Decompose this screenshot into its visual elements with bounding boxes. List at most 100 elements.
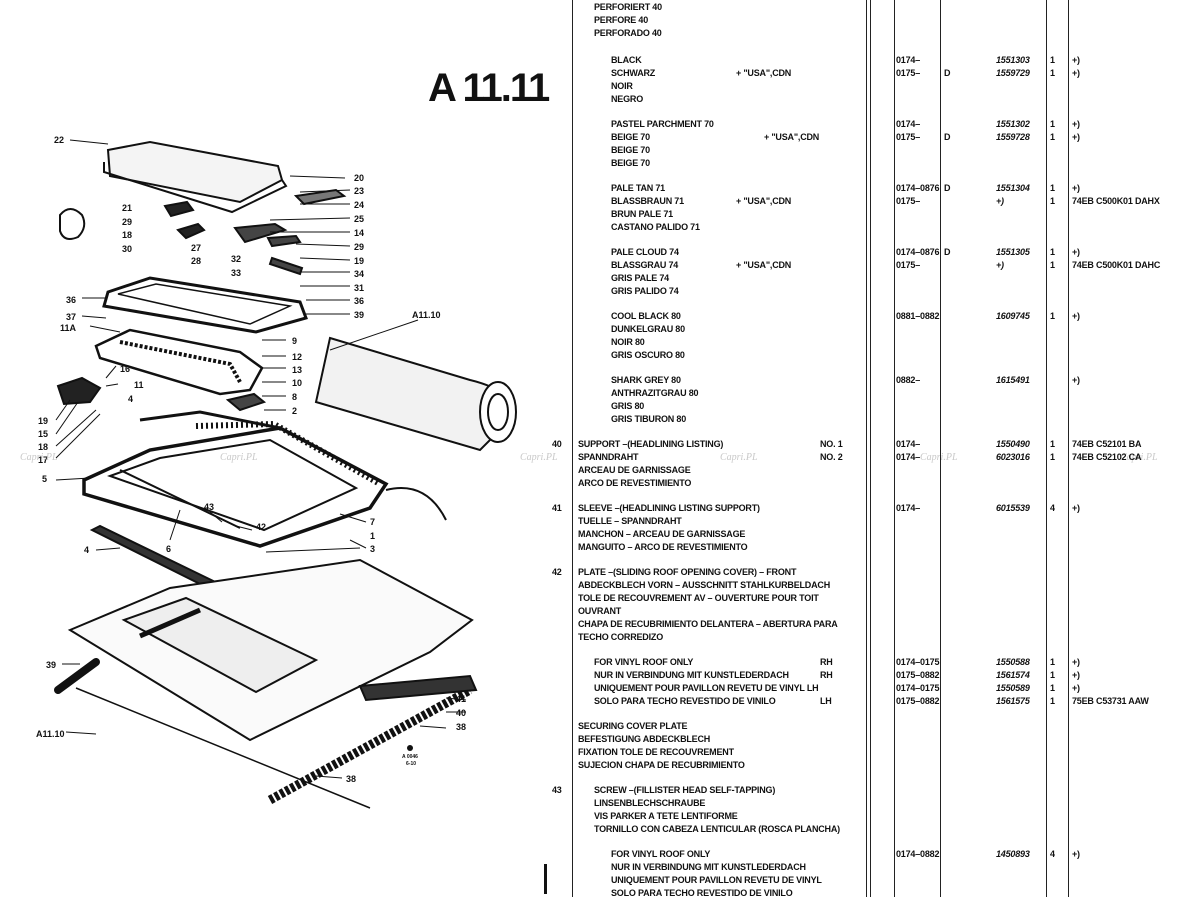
parts-cell-part: 1609745 bbox=[996, 311, 1030, 321]
parts-cell-part: 1561574 bbox=[996, 670, 1030, 680]
parts-cell-code: D bbox=[944, 247, 951, 257]
parts-cell-date: 0174– bbox=[896, 55, 921, 65]
column-rule bbox=[894, 0, 895, 897]
parts-cell-date: 0174–0175 bbox=[896, 683, 940, 693]
parts-cell-text: OUVRANT bbox=[578, 606, 622, 616]
callout: 33 bbox=[231, 268, 241, 278]
parts-cell-text: TORNILLO CON CABEZA LENTICULAR (ROSCA PL… bbox=[594, 824, 840, 834]
callout: 39 bbox=[46, 660, 56, 670]
parts-cell-qty: 1 bbox=[1050, 196, 1055, 206]
parts-cell-note: 74EB C500K01 DAHC bbox=[1072, 260, 1161, 270]
parts-cell-text: ANTHRAZITGRAU 80 bbox=[611, 388, 699, 398]
parts-cell-date: 0174–0876 bbox=[896, 183, 940, 193]
parts-cell-qty: 1 bbox=[1050, 452, 1055, 462]
column-rule bbox=[1046, 0, 1047, 897]
parts-cell-text: CASTANO PALIDO 71 bbox=[611, 222, 700, 232]
parts-cell-text: BLACK bbox=[611, 55, 642, 65]
roof-panel bbox=[106, 140, 284, 204]
callout: 23 bbox=[354, 186, 364, 196]
parts-cell-text: GRIS OSCURO 80 bbox=[611, 350, 685, 360]
parts-cell-text: MANGUITO – ARCO DE REVESTIMIENTO bbox=[578, 542, 748, 552]
parts-cell-date: 0174– bbox=[896, 119, 921, 129]
callout: 22 bbox=[54, 135, 64, 145]
parts-cell-note: +) bbox=[1072, 657, 1080, 667]
parts-cell-note: +) bbox=[1072, 119, 1080, 129]
roll-reference: A11.10 bbox=[412, 310, 441, 320]
parts-cell-text: PERFORADO 40 bbox=[594, 28, 662, 38]
parts-cell-code: D bbox=[944, 132, 951, 142]
parts-cell-note: +) bbox=[1072, 247, 1080, 257]
callout: 38 bbox=[456, 722, 466, 732]
parts-cell-part: 6015539 bbox=[996, 503, 1030, 513]
parts-cell-part: 1559728 bbox=[996, 132, 1030, 142]
parts-cell-text: BEIGE 70 bbox=[611, 158, 650, 168]
parts-cell-usa: + "USA",CDN bbox=[736, 196, 792, 206]
stamp-line: A 0046 bbox=[402, 754, 418, 760]
parts-cell-text: TUELLE – SPANNDRAHT bbox=[578, 516, 682, 526]
parts-cell-text: FOR VINYL ROOF ONLY bbox=[594, 657, 694, 667]
parts-cell-usa: + "USA",CDN bbox=[736, 68, 792, 78]
callout: 21 bbox=[122, 203, 132, 213]
parts-cell-date: 0174– bbox=[896, 503, 921, 513]
exploded-parts-diagram: 22 20 23 24 25 14 29 19 34 31 36 39 21 2… bbox=[36, 135, 517, 809]
parts-cell-no: RH bbox=[820, 670, 833, 680]
parts-cell-note: +) bbox=[1072, 503, 1080, 513]
parts-cell-date: 0881–0882 bbox=[896, 311, 940, 321]
callout: 2 bbox=[292, 406, 297, 416]
parts-cell-qty: 1 bbox=[1050, 183, 1055, 193]
parts-cell-text: BLASSGRAU 74 bbox=[611, 260, 679, 270]
parts-cell-part: 1551302 bbox=[996, 119, 1030, 129]
parts-cell-text: NEGRO bbox=[611, 94, 644, 104]
parts-cell-text: NUR IN VERBINDUNG MIT KUNSTLEDERDACH bbox=[611, 862, 806, 872]
parts-cell-date: 0175–0882 bbox=[896, 670, 940, 680]
parts-cell-qty: 4 bbox=[1050, 849, 1055, 859]
callout: 37 bbox=[66, 312, 76, 322]
parts-cell-note: +) bbox=[1072, 311, 1080, 321]
parts-cell-usa: + "USA",CDN bbox=[736, 260, 792, 270]
callout: 30 bbox=[122, 244, 132, 254]
diagram-callouts: 22 20 23 24 25 14 29 19 34 31 36 39 21 2… bbox=[36, 135, 466, 784]
callout: 43 bbox=[204, 502, 214, 512]
parts-cell-date: 0175– bbox=[896, 196, 921, 206]
parts-cell-part: +) bbox=[996, 260, 1004, 270]
callout: 40 bbox=[456, 708, 466, 718]
callout: A11.10 bbox=[36, 729, 65, 739]
parts-cell-code: D bbox=[944, 68, 951, 78]
parts-cell-text: BEIGE 70 bbox=[611, 132, 650, 142]
parts-cell-qty: 1 bbox=[1050, 670, 1055, 680]
parts-cell-text: PERFORE 40 bbox=[594, 15, 649, 25]
parts-cell-text: COOL BLACK 80 bbox=[611, 311, 681, 321]
parts-cell-text: DUNKELGRAU 80 bbox=[611, 324, 685, 334]
column-rule bbox=[870, 0, 871, 897]
parts-cell-part: 1450893 bbox=[996, 849, 1030, 859]
parts-cell-qty: 1 bbox=[1050, 119, 1055, 129]
parts-cell-part: 1551303 bbox=[996, 55, 1030, 65]
callout: 4 bbox=[84, 545, 89, 555]
parts-cell-note: +) bbox=[1072, 670, 1080, 680]
parts-cell-text: BEFESTIGUNG ABDECKBLECH bbox=[578, 734, 711, 744]
parts-cell-date: 0175– bbox=[896, 260, 921, 270]
parts-cell-text: CHAPA DE RECUBRIMIENTO DELANTERA – ABERT… bbox=[578, 619, 838, 629]
callout: 19 bbox=[38, 416, 48, 426]
callout: 36 bbox=[354, 296, 364, 306]
parts-cell-qty: 1 bbox=[1050, 247, 1055, 257]
parts-cell-text: FOR VINYL ROOF ONLY bbox=[611, 849, 711, 859]
parts-cell-note: +) bbox=[1072, 849, 1080, 859]
parts-cell-note: 74EB C52102 CA bbox=[1072, 452, 1142, 462]
callout: 27 bbox=[191, 243, 201, 253]
callout: 38 bbox=[346, 774, 356, 784]
callout: 36 bbox=[66, 295, 76, 305]
parts-cell-qty: 1 bbox=[1050, 439, 1055, 449]
parts-cell-text: SUPPORT –(HEADLINING LISTING) bbox=[578, 439, 724, 449]
callout: 4 bbox=[128, 394, 133, 404]
parts-cell-date: 0174–0175 bbox=[896, 657, 940, 667]
parts-cell-part: 1550490 bbox=[996, 439, 1030, 449]
callout: 14 bbox=[354, 228, 364, 238]
parts-cell-text: UNIQUEMENT POUR PAVILLON REVETU DE VINYL… bbox=[594, 683, 819, 693]
callout: 29 bbox=[122, 217, 132, 227]
parts-cell-text: BLASSBRAUN 71 bbox=[611, 196, 684, 206]
parts-cell-text: NUR IN VERBINDUNG MIT KUNSTLEDERDACH bbox=[594, 670, 789, 680]
parts-cell-qty: 1 bbox=[1050, 657, 1055, 667]
callout: 42 bbox=[256, 522, 266, 532]
page-title: A 11.11 bbox=[428, 66, 550, 110]
